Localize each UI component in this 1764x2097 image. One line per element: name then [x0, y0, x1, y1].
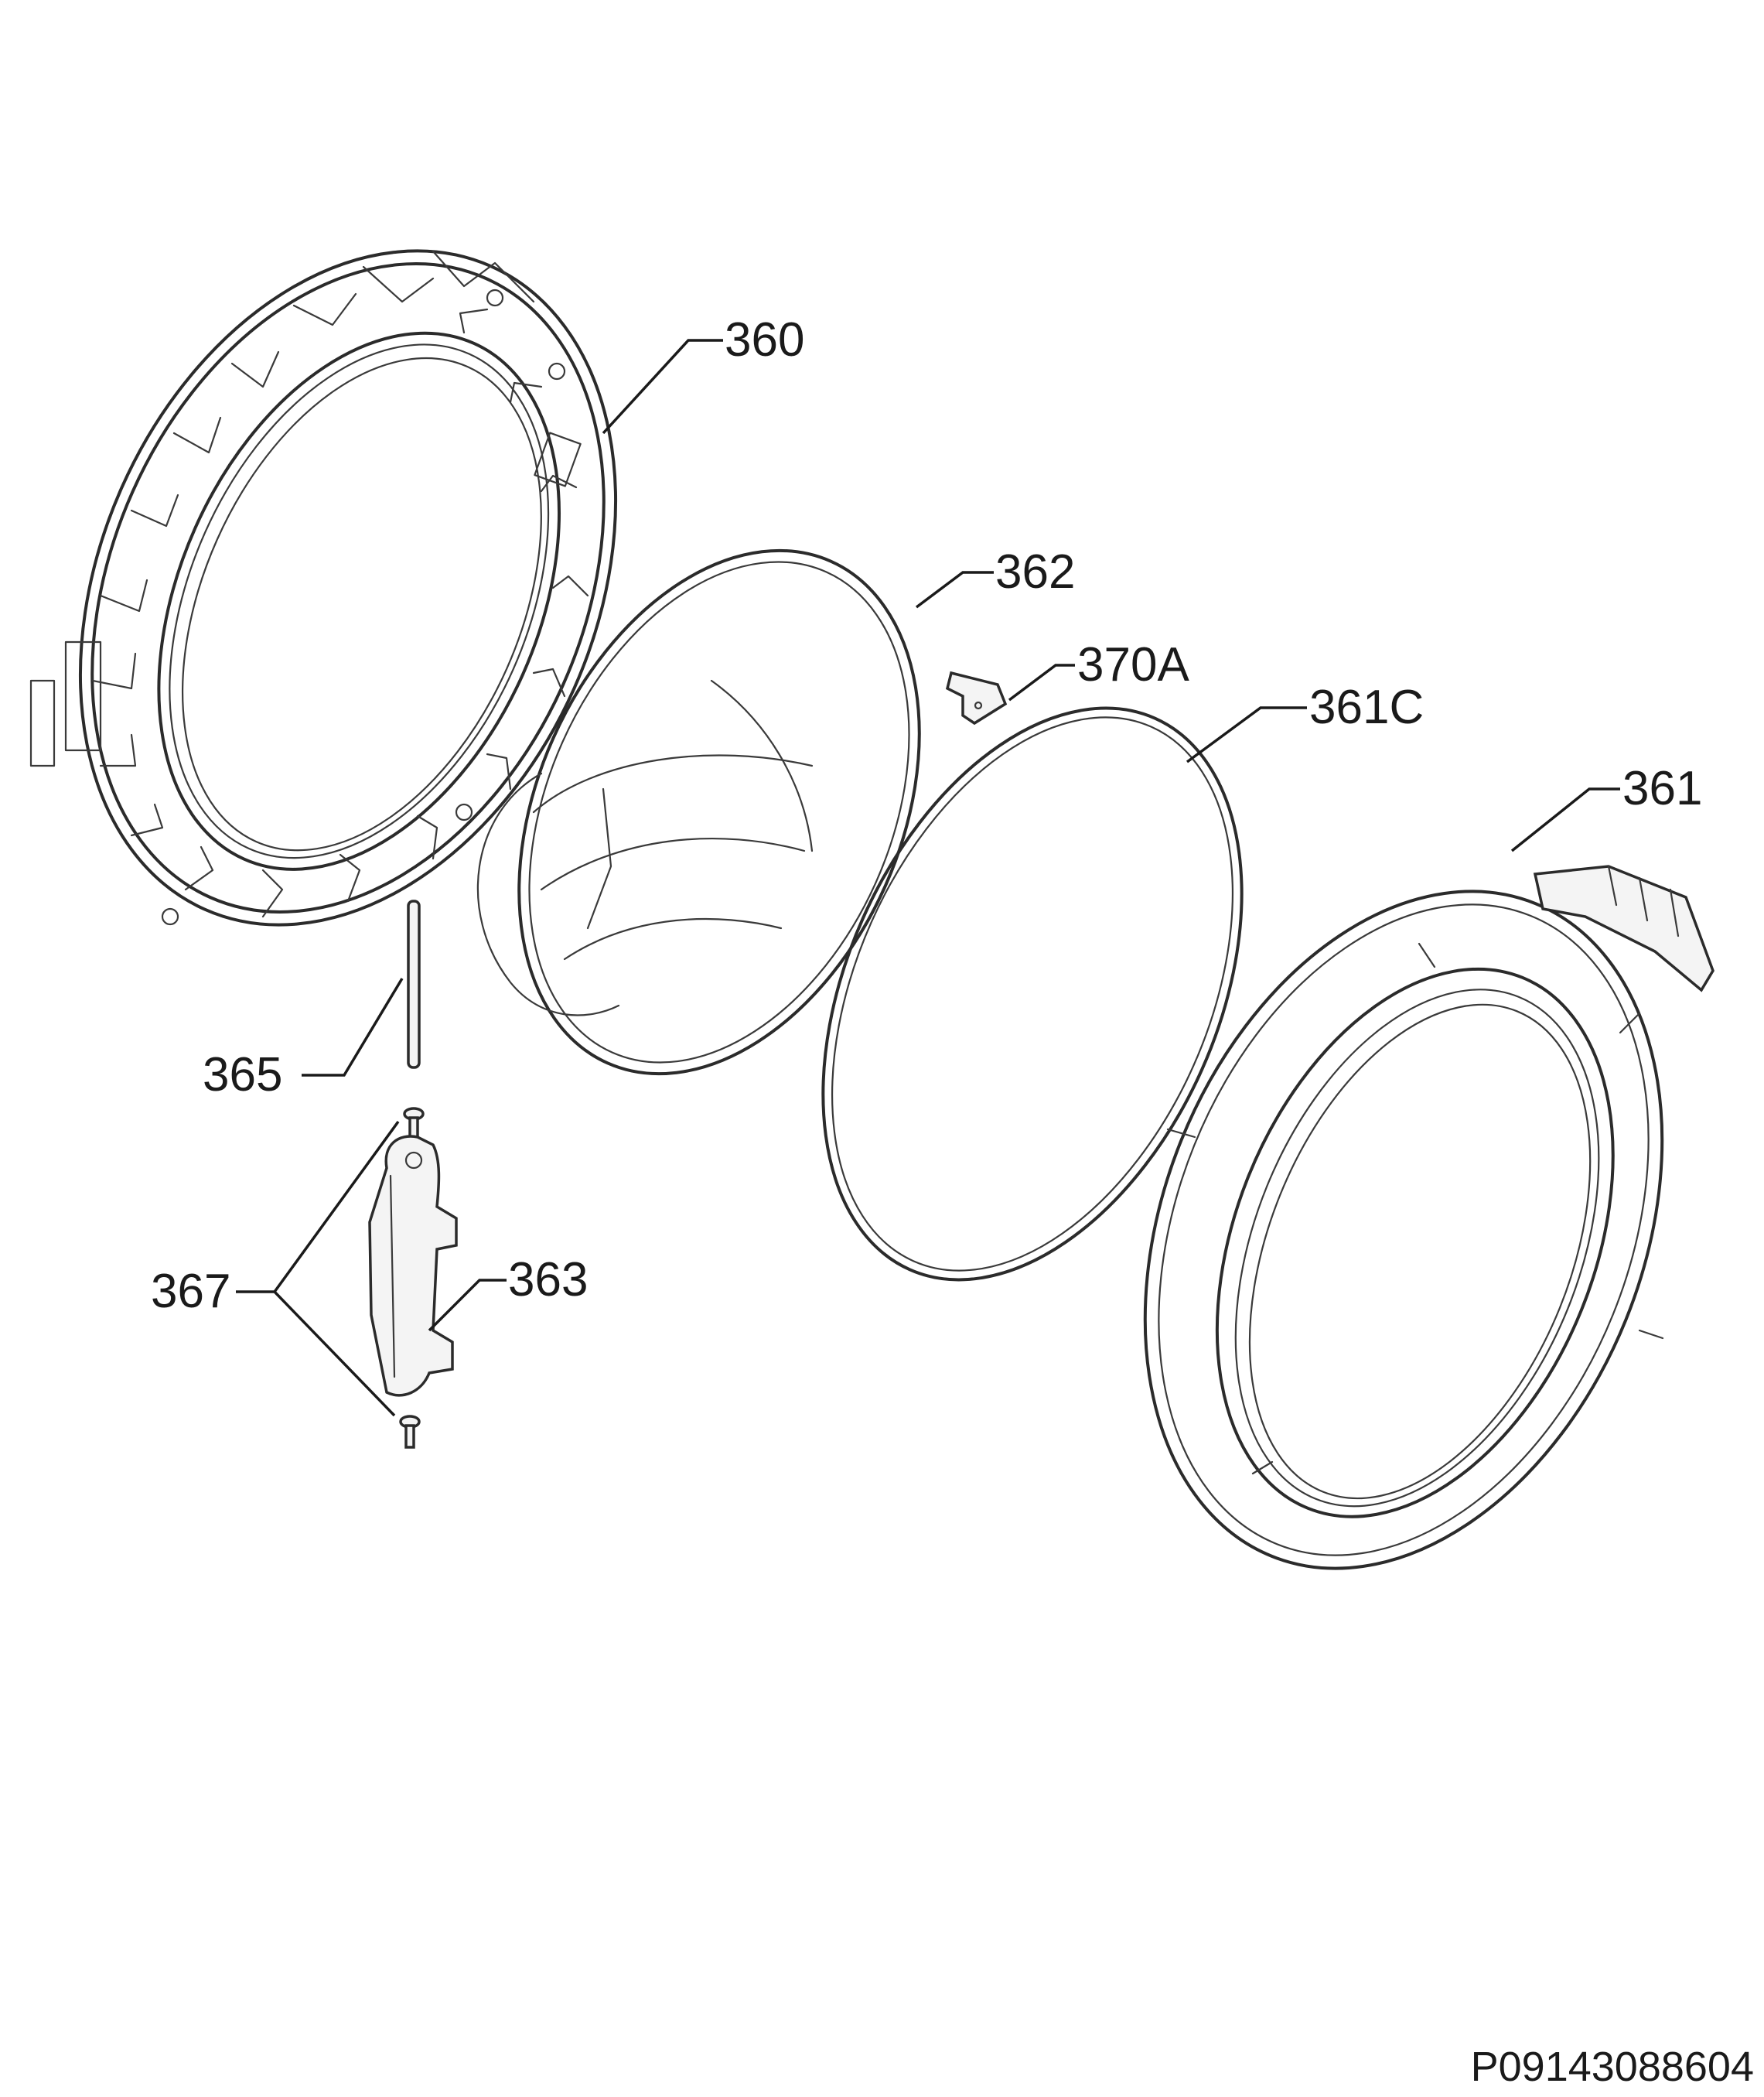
- leader-361: [1510, 787, 1620, 852]
- callout-361: 361: [1622, 762, 1702, 815]
- callout-363: 363: [508, 1253, 588, 1306]
- leader-363: [428, 1279, 507, 1332]
- part-360-door-frame: [29, 249, 617, 927]
- leader-365: [302, 978, 404, 1077]
- callout-367: 367: [151, 1265, 230, 1318]
- part-361c-seal-ring: [821, 706, 1244, 1282]
- callout-360: 360: [725, 313, 804, 367]
- part-370a-latch-pin: [945, 671, 1008, 726]
- leader-370a: [1008, 664, 1075, 702]
- part-365-hinge-pin: [407, 900, 421, 1069]
- part-363-hinge: [368, 1135, 458, 1397]
- callout-362: 362: [995, 545, 1075, 599]
- part-367-screws: [399, 1107, 425, 1449]
- callout-370a: 370A: [1077, 638, 1189, 692]
- leader-360: [602, 339, 723, 435]
- leader-362: [915, 571, 994, 609]
- frame-ribs: [91, 250, 589, 918]
- screw-top: [403, 1107, 425, 1141]
- screw-bottom: [399, 1415, 421, 1449]
- drawing-code: P09143088604: [1471, 2044, 1754, 2090]
- part-361-outer-ring: [1143, 865, 1715, 1570]
- leader-367: [236, 1120, 400, 1417]
- leader-361c: [1186, 706, 1307, 763]
- part-362-door-glass: [476, 548, 921, 1076]
- callout-365: 365: [203, 1048, 282, 1101]
- callout-361c: 361C: [1309, 681, 1424, 734]
- leader-lines: [236, 339, 1620, 1417]
